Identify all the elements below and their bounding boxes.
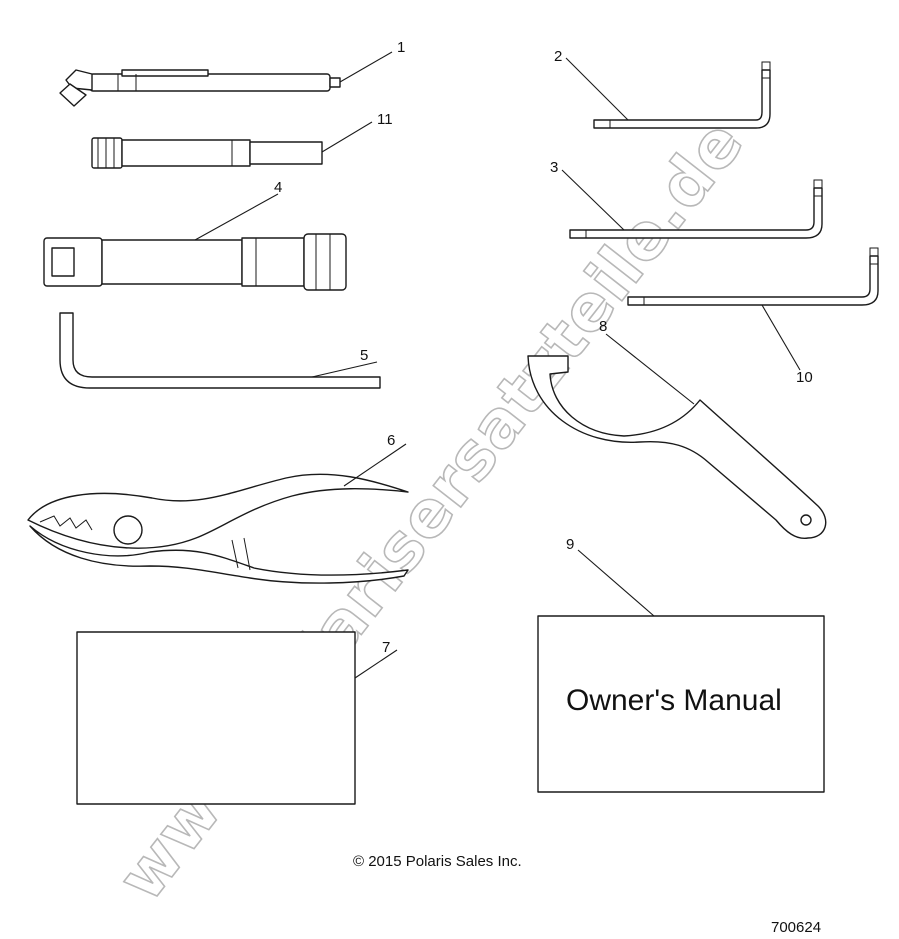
callout-5: 5 — [360, 347, 368, 364]
callout-1: 1 — [397, 39, 405, 56]
leader-3 — [561, 169, 625, 231]
part-1-tool — [59, 69, 341, 107]
leader-1 — [339, 51, 393, 83]
callout-2: 2 — [554, 48, 562, 65]
part-6-pliers — [27, 473, 409, 584]
leader-5 — [311, 361, 378, 378]
part-10-hex-key — [627, 247, 879, 306]
part-2-hex-key — [593, 61, 771, 129]
part-4-socket-wrench — [43, 233, 347, 291]
figure-number: 700624 — [771, 919, 821, 936]
leader-4 — [194, 193, 279, 241]
leader-8 — [605, 333, 695, 405]
callout-6: 6 — [387, 432, 395, 449]
leader-7 — [354, 649, 398, 679]
callout-8: 8 — [599, 318, 607, 335]
callout-4: 4 — [274, 179, 282, 196]
part-3-hex-key — [569, 179, 823, 239]
part-8-spanner-wrench — [527, 355, 827, 539]
part-9-owners-manual: Owner's Manual — [537, 615, 825, 793]
leader-9 — [577, 549, 655, 617]
part-7-card — [76, 631, 356, 805]
copyright-text: © 2015 Polaris Sales Inc. — [353, 853, 522, 870]
leader-6 — [343, 443, 407, 487]
leader-2 — [565, 57, 629, 121]
callout-7: 7 — [382, 639, 390, 656]
callout-10: 10 — [796, 369, 813, 386]
part-5-l-bar — [59, 312, 381, 389]
leader-11 — [321, 121, 373, 153]
callout-3: 3 — [550, 159, 558, 176]
callout-9: 9 — [566, 536, 574, 553]
callout-11: 11 — [377, 111, 393, 128]
part-11-socket — [91, 137, 323, 169]
owners-manual-label: Owner's Manual — [566, 684, 782, 717]
leader-10 — [761, 304, 801, 371]
